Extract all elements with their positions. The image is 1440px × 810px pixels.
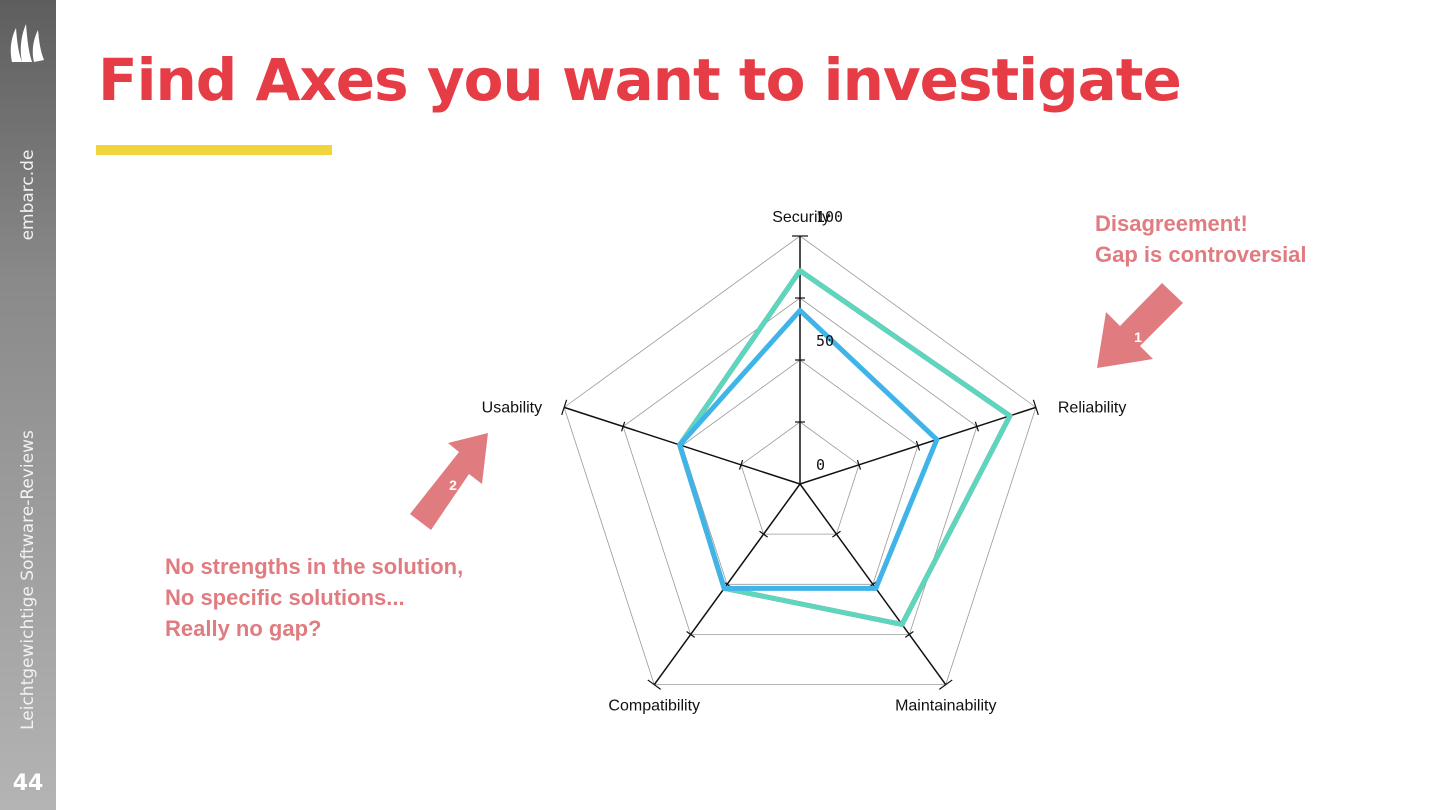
slide-title: Find Axes you want to investigate — [98, 46, 1182, 114]
axis-tick — [686, 631, 696, 638]
annotation-line: No specific solutions... — [165, 585, 405, 610]
axis-tick — [832, 530, 841, 538]
tick-label: 50 — [816, 332, 834, 350]
title-underline — [96, 145, 332, 155]
axis-label: Reliability — [1058, 399, 1126, 416]
axis-tick — [915, 440, 921, 451]
tick-label: 0 — [816, 456, 825, 474]
axis-tick — [561, 399, 568, 416]
axis-tick — [759, 530, 768, 538]
axis-tick — [938, 679, 953, 690]
axis-tick — [647, 679, 662, 690]
axis-label: Maintainability — [895, 698, 996, 715]
annotation-no-gap: No strengths in the solution, No specifi… — [165, 551, 463, 644]
series-line — [677, 307, 940, 591]
sidebar: embarc.de Leichtgewichtige Software-Revi… — [0, 0, 56, 810]
axis-label: Usability — [482, 399, 542, 416]
axis-tick — [620, 421, 626, 432]
annotation-line: Really no gap? — [165, 616, 322, 641]
series-line — [677, 268, 1013, 627]
axis-label: Compatibility — [608, 698, 700, 715]
axis-tick — [1032, 399, 1039, 416]
grid-ring — [622, 297, 978, 635]
annotation-disagreement: Disagreement! Gap is controversial — [1095, 208, 1307, 270]
sails-logo-icon — [10, 24, 44, 62]
axis-tick — [904, 631, 914, 638]
axis-tick — [738, 459, 744, 470]
grid-ring — [740, 421, 860, 535]
axis-tick — [856, 459, 862, 470]
page-number: 44 — [12, 771, 44, 796]
annotation-line: Gap is controversial — [1095, 242, 1307, 267]
grid-ring — [563, 235, 1037, 686]
axis-label: Security — [772, 209, 830, 226]
tick-label: 100 — [816, 208, 843, 226]
annotation-line: Disagreement! — [1095, 211, 1248, 236]
grid-ring — [681, 359, 919, 585]
series-line — [677, 268, 1013, 627]
annotation-line: No strengths in the solution, — [165, 554, 464, 579]
axis-tick — [974, 421, 980, 432]
